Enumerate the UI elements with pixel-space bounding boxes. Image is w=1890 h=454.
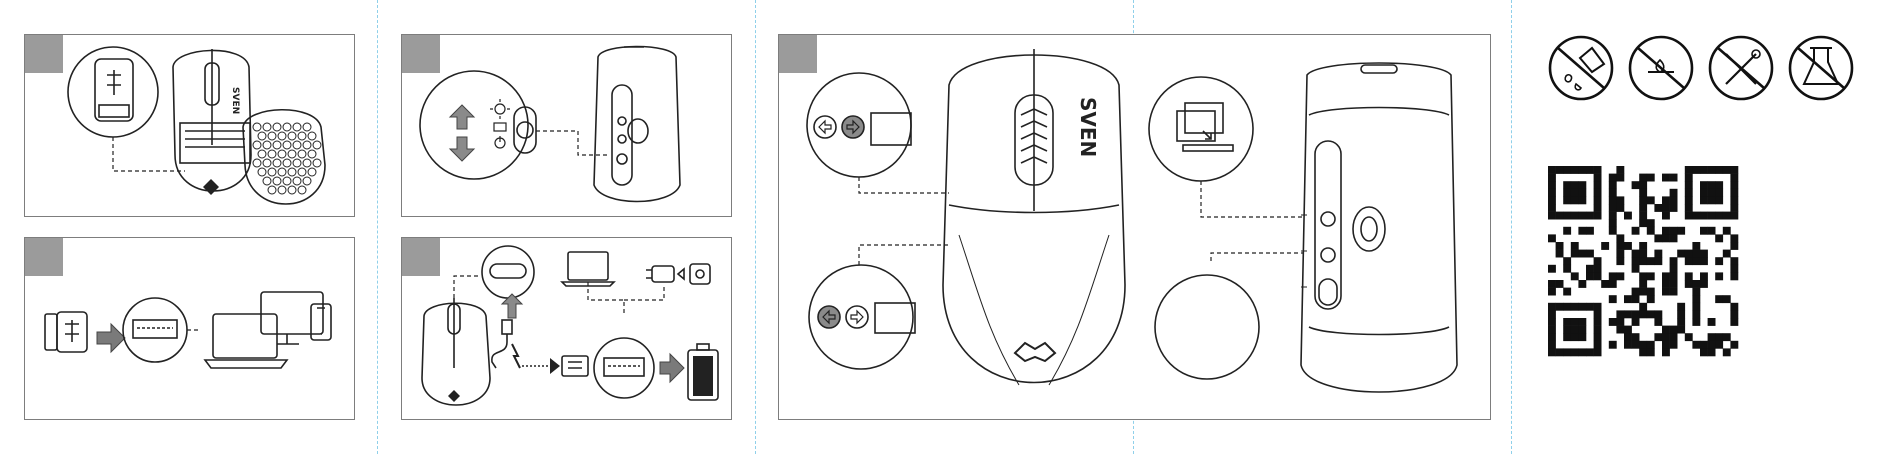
qr-code [0, 0, 1890, 454]
